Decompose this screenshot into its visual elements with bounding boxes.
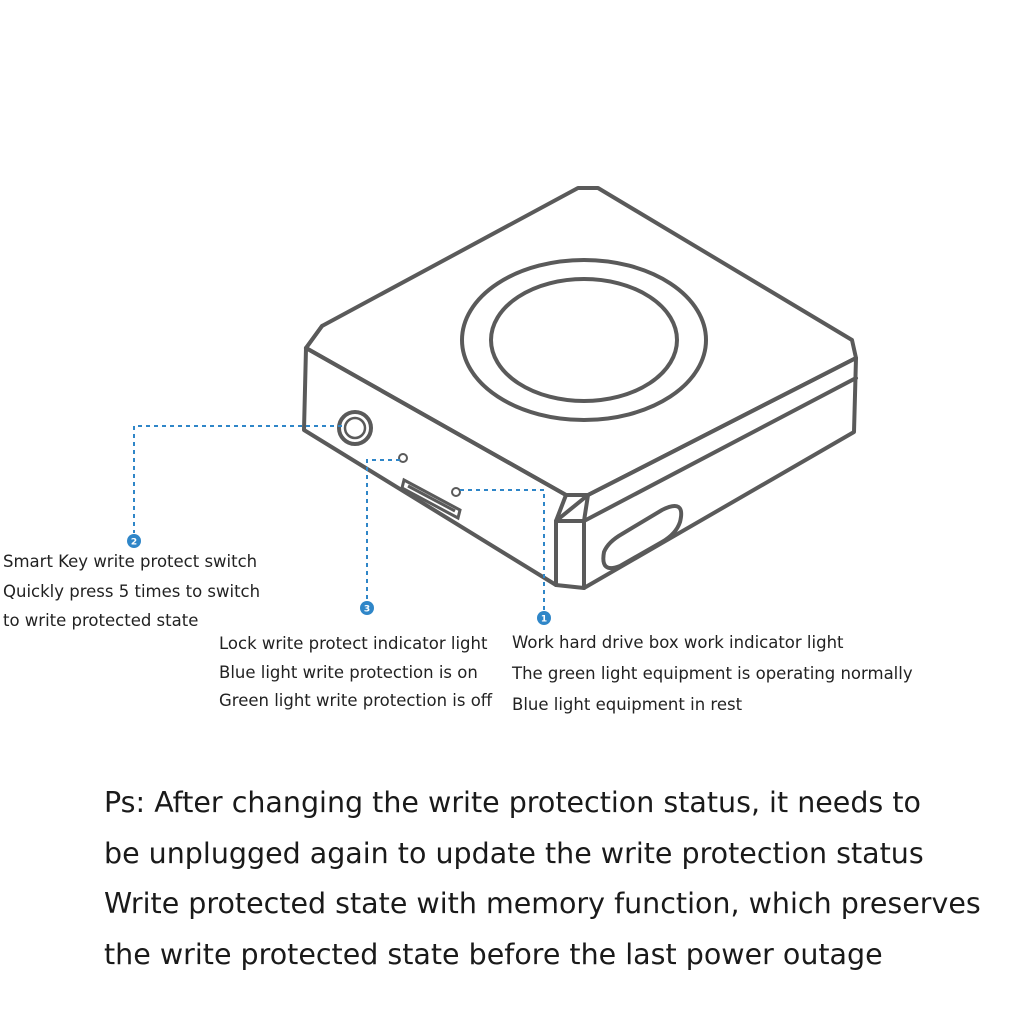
note-line: be unplugged again to update the write p… [104, 836, 924, 870]
callout-line: Blue light write protection is on [219, 662, 478, 682]
device-top-ring-outer [460, 258, 708, 422]
device-slot [400, 477, 462, 521]
smart-key-button-icon [337, 410, 373, 446]
callout-line: Work hard drive box work indicator light [512, 633, 844, 652]
badge-2: 2 [127, 534, 141, 548]
svg-text:2: 2 [131, 538, 137, 548]
note-line: the write protected state before the las… [104, 937, 883, 971]
svg-text:3: 3 [364, 605, 370, 615]
leader-line-2 [133, 425, 342, 533]
work-indicator-light [451, 487, 461, 497]
ps-note: Ps: After changing the write protection … [104, 778, 981, 980]
lock-indicator-light [398, 453, 408, 463]
callout-line: Green light write protection is off [219, 691, 493, 710]
callout-line: Smart Key write protect switch [3, 552, 258, 571]
badge-1: 1 [537, 611, 551, 625]
note-line: Ps: After changing the write protection … [104, 786, 921, 819]
badge-3: 3 [360, 601, 374, 615]
note-line: Write protected state with memory functi… [104, 887, 981, 920]
leader-line-1 [460, 489, 545, 610]
usb-c-port-icon [601, 504, 684, 571]
device-top-face [304, 186, 858, 497]
svg-text:1: 1 [541, 615, 547, 625]
device-front-left-face [302, 346, 568, 587]
leader-line-3 [366, 459, 400, 600]
device-front-right-face [554, 356, 858, 590]
callout-line: Quickly press 5 times to switch [3, 581, 261, 601]
callout-line: to write protected state [3, 611, 199, 630]
callout-line: The green light equipment is operating n… [512, 664, 913, 683]
device-left-bevel [304, 324, 324, 350]
callout-line: Blue light equipment in rest [512, 695, 743, 714]
callout-lock-indicator: Lock write protect indicator light Blue … [219, 630, 492, 716]
callout-line: Lock write protect indicator light [219, 634, 488, 653]
callout-smart-key-switch: Smart Key write protect switch Quickly p… [3, 547, 260, 636]
callout-work-indicator: Work hard drive box work indicator light… [512, 627, 913, 720]
device-top-ring-inner [489, 277, 679, 403]
